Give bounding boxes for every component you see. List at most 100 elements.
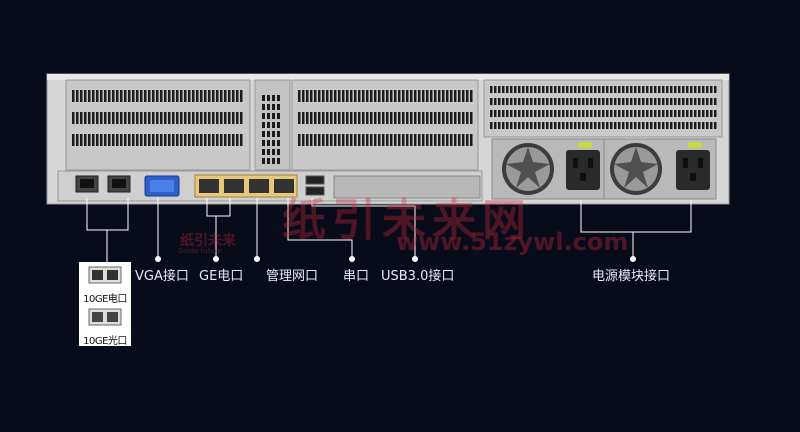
vent-hole — [116, 112, 119, 124]
vent-hole — [277, 113, 280, 119]
vent-hole — [92, 134, 95, 146]
vent-hole — [228, 90, 231, 102]
vent-hole — [690, 86, 693, 93]
vent-hole — [302, 134, 305, 146]
vent-hole — [108, 112, 111, 124]
label-usb: USB3.0接口 — [381, 269, 455, 284]
vent-hole — [450, 112, 453, 124]
vent-hole — [434, 112, 437, 124]
vent-hole — [128, 134, 131, 146]
vent-hole — [510, 122, 513, 129]
vent-hole — [542, 122, 545, 129]
vent-hole — [466, 134, 469, 146]
vent-hole — [534, 86, 537, 93]
vent-hole — [298, 134, 301, 146]
vent-hole — [570, 98, 573, 105]
vent-hole — [120, 90, 123, 102]
label-mgmt: 管理网口 — [266, 269, 319, 284]
vent-hole — [526, 86, 529, 93]
chassis-top-rail — [47, 74, 729, 80]
vent-hole — [236, 134, 239, 146]
vent-hole — [334, 90, 337, 102]
vent-hole — [698, 110, 701, 117]
vent-hole — [626, 110, 629, 117]
vent-hole — [694, 122, 697, 129]
vent-hole — [566, 110, 569, 117]
vent-hole — [530, 122, 533, 129]
vent-hole — [298, 112, 301, 124]
vent-hole — [267, 113, 270, 119]
vent-hole — [658, 98, 661, 105]
vent-hole — [682, 86, 685, 93]
vent-hole — [144, 90, 147, 102]
vent-hole — [277, 131, 280, 137]
vent-hole — [172, 90, 175, 102]
vent-hole — [590, 122, 593, 129]
vent-hole — [638, 98, 641, 105]
vent-hole — [686, 110, 689, 117]
vent-hole — [196, 134, 199, 146]
vent-hole — [232, 112, 235, 124]
vent-hole — [172, 134, 175, 146]
vent-hole — [422, 90, 425, 102]
vent-hole — [494, 98, 497, 105]
vent-hole — [510, 98, 513, 105]
vent-hole — [200, 112, 203, 124]
vent-hole — [272, 95, 275, 101]
vent-hole — [410, 90, 413, 102]
vent-hole — [674, 110, 677, 117]
vent-hole — [104, 112, 107, 124]
vent-hole — [390, 112, 393, 124]
vent-hole — [538, 110, 541, 117]
vent-hole — [582, 98, 585, 105]
vent-hole — [498, 110, 501, 117]
vent-hole — [598, 110, 601, 117]
vent-hole — [442, 112, 445, 124]
vent-hole — [378, 134, 381, 146]
vent-hole — [498, 122, 501, 129]
vent-hole — [538, 86, 541, 93]
10ge-legend: 10GE电口 10GE光口 — [79, 262, 131, 347]
vent-hole — [326, 112, 329, 124]
vent-hole — [626, 122, 629, 129]
vent-hole — [330, 90, 333, 102]
vent-hole — [614, 110, 617, 117]
vent-hole — [224, 112, 227, 124]
vent-hole — [156, 112, 159, 124]
vent-hole — [120, 134, 123, 146]
vent-hole — [96, 112, 99, 124]
vent-hole — [514, 110, 517, 117]
vent-hole — [188, 134, 191, 146]
vent-hole — [626, 86, 629, 93]
vent-hole — [272, 140, 275, 146]
vent-hole — [694, 98, 697, 105]
vent-hole — [650, 98, 653, 105]
vent-hole — [642, 86, 645, 93]
left-bay-vents — [72, 90, 243, 146]
vent-hole — [224, 134, 227, 146]
vent-hole — [542, 98, 545, 105]
vent-hole — [610, 86, 613, 93]
label-10ge-copper: 10GE电口 — [83, 294, 127, 305]
vent-hole — [710, 110, 713, 117]
vent-hole — [188, 90, 191, 102]
vent-hole — [262, 158, 265, 164]
vent-hole — [262, 140, 265, 146]
vent-hole — [277, 122, 280, 128]
vent-hole — [670, 98, 673, 105]
vent-hole — [314, 90, 317, 102]
vent-hole — [558, 86, 561, 93]
vent-hole — [554, 122, 557, 129]
vent-hole — [646, 86, 649, 93]
vent-hole — [638, 122, 641, 129]
vent-hole — [362, 112, 365, 124]
vent-hole — [414, 134, 417, 146]
vent-hole — [434, 90, 437, 102]
right-panel-vents — [490, 86, 717, 129]
vent-hole — [140, 90, 143, 102]
vent-hole — [514, 122, 517, 129]
vent-hole — [678, 86, 681, 93]
vent-hole — [702, 122, 705, 129]
vent-hole — [350, 90, 353, 102]
